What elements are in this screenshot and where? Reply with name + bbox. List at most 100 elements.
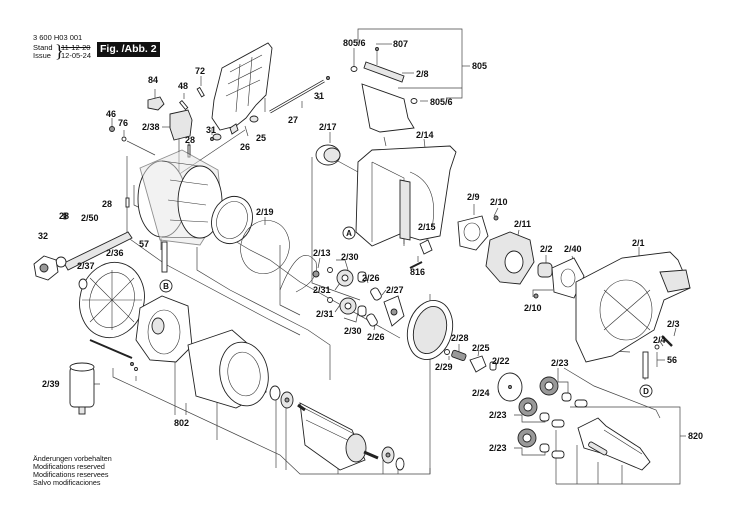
modification-notes: Änderungen vorbehalten Modifications res… [33,455,112,487]
label-28-top: 28 [185,135,195,145]
label-31-mid: 31 [206,125,216,135]
part-small-upper-parts [109,86,239,158]
label-57: 57 [139,239,149,249]
leader-lines [70,28,686,485]
part-armature [297,402,379,471]
part-820-spindle [577,417,651,471]
svg-text:B: B [163,282,169,291]
part-2-14-gear-housing [355,145,457,247]
brace-symbol: } [55,41,64,61]
label-2-38: 2/38 [142,122,160,132]
label-2-31-upper: 2/31 [313,285,331,295]
label-805: 805 [472,61,487,71]
issue-date: 12-05-24 [61,51,92,60]
label-2-26-upper: 2/26 [362,273,380,283]
issue-label: Issue [33,51,51,60]
part-bearings-and-rings [269,385,405,471]
label-2-30-lower: 2/30 [344,326,362,336]
part-2-15-shaft [409,239,433,269]
part-stator [187,329,269,409]
label-2-23-low: 2/23 [489,443,507,453]
label-2-11: 2/11 [514,219,531,229]
label-2-22: 2/22 [492,356,510,366]
part-2-17-cap [315,144,341,166]
label-2-8: 2/8 [416,69,429,79]
part-labels: 805/6 807 805 2/8 805/6 84 72 48 31 46 7… [38,38,703,453]
label-816: 816 [410,267,425,277]
label-2-10-lower: 2/10 [524,303,542,313]
label-2-13: 2/13 [313,248,331,258]
part-spindle-gears [517,376,588,459]
marker-d: D [639,384,653,398]
label-805-6-bottom: 805/6 [430,97,453,107]
note-fr: Modifications reservees [33,470,109,479]
label-28-side: 28 [102,199,112,209]
label-2-28: 2/28 [451,333,469,343]
label-2-23-mid: 2/23 [489,410,507,420]
figure-badge: Fig. /Abb. 2 [97,42,160,57]
label-28-left: 28 [59,211,69,221]
label-2-40: 2/40 [564,244,582,254]
label-26: 26 [240,142,250,152]
note-en: Modifications reserved [33,462,105,471]
label-2-2: 2/2 [540,244,553,254]
label-805-6-top: 805/6 [343,38,366,48]
label-27: 27 [288,115,298,125]
label-802: 802 [174,418,189,428]
label-2-14: 2/14 [416,130,434,140]
label-820: 820 [688,431,703,441]
label-56: 56 [667,355,677,365]
label-2-9: 2/9 [467,192,480,202]
label-2-29: 2/29 [435,362,453,372]
label-48: 48 [178,81,188,91]
label-2-26-lower: 2/26 [367,332,385,342]
part-pinion-group [444,349,523,402]
label-2-36: 2/36 [106,248,124,258]
note-de: Änderungen vorbehalten [33,454,112,463]
part-planet-gears [312,267,405,327]
part-end-shield [135,295,193,363]
label-2-23-top: 2/23 [551,358,569,368]
svg-text:A: A [346,229,352,238]
part-27-rod [269,76,330,114]
label-2-27: 2/27 [386,285,404,295]
label-2-3: 2/3 [667,319,680,329]
label-2-30-upper: 2/30 [341,252,359,262]
label-31-top: 31 [314,91,324,101]
label-32: 32 [38,231,48,241]
label-2-19: 2/19 [256,207,274,217]
part-805-cover-plate [350,47,418,133]
part-grill-cover [211,42,273,141]
label-2-4: 2/4 [653,335,666,345]
label-76: 76 [118,118,128,128]
label-2-15: 2/15 [418,222,436,232]
part-rings-2-19 [211,195,317,293]
stand-label: Stand [33,43,53,52]
part-pump-gasket-impeller [457,215,585,299]
part-32-nut [33,255,59,281]
part-2-50-shaft [55,212,133,271]
label-2-37: 2/37 [77,261,95,271]
label-72: 72 [195,66,205,76]
label-46: 46 [106,109,116,119]
label-2-17: 2/17 [319,122,337,132]
stand-date-struck: 11-12-20 [61,43,91,52]
label-2-25: 2/25 [472,343,490,353]
part-2-1-housing [575,251,691,379]
svg-text:D: D [643,387,649,396]
part-57-pin [161,241,168,273]
label-2-39: 2/39 [42,379,60,389]
label-807: 807 [393,39,408,49]
label-25: 25 [256,133,266,143]
part-2-39-capacitor [69,362,95,415]
label-2-31-lower: 2/31 [316,309,334,319]
label-84: 84 [148,75,158,85]
note-es: Salvo modificaciones [33,478,101,487]
label-2-50: 2/50 [81,213,99,223]
part-motor-housing [125,149,223,246]
document-number: 3 600 H03 001 [33,33,83,42]
label-2-1: 2/1 [632,238,645,248]
part-long-screw [89,339,138,371]
part-ring-gear [406,300,454,360]
